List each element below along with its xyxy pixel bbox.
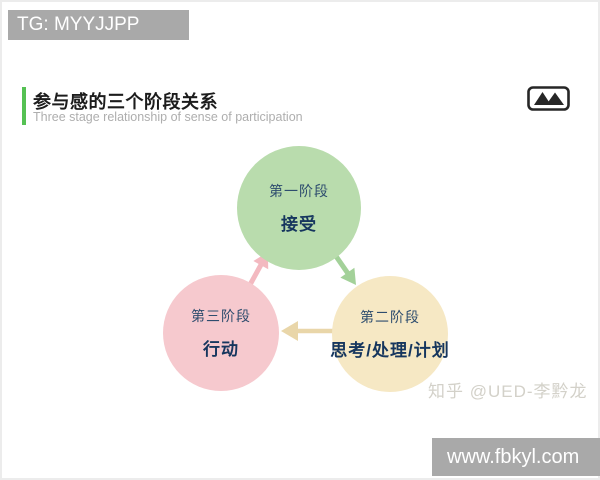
- stage-third-value: 行动: [203, 340, 239, 359]
- title-accent-bar: [22, 87, 26, 125]
- stage-third-label: 第三阶段: [191, 308, 251, 324]
- stage-circle-second: 第二阶段 思考/处理/计划: [330, 276, 450, 392]
- stage-first-label: 第一阶段: [269, 183, 329, 199]
- page-title: 参与感的三个阶段关系: [33, 92, 218, 112]
- stage-second-label: 第二阶段: [360, 309, 420, 325]
- stage-circle-third: 第三阶段 行动: [163, 275, 279, 391]
- mountain-logo-icon: [527, 86, 570, 111]
- arrow-stage2-to-stage3: [281, 321, 336, 341]
- website-watermark-text: www.fbkyl.com: [447, 446, 580, 468]
- zhihu-author-watermark: 知乎 @UED-李黔龙: [428, 382, 588, 401]
- website-watermark-banner: www.fbkyl.com: [432, 438, 600, 476]
- stage-first-value: 接受: [281, 215, 317, 234]
- telegram-watermark-banner: TG: MYYJJPP: [8, 10, 189, 40]
- page-subtitle: Three stage relationship of sense of par…: [33, 110, 303, 124]
- telegram-watermark-text: TG: MYYJJPP: [17, 14, 140, 35]
- stage-circle-first: 第一阶段 接受: [237, 146, 361, 270]
- stage-second-value: 思考/处理/计划: [330, 341, 450, 360]
